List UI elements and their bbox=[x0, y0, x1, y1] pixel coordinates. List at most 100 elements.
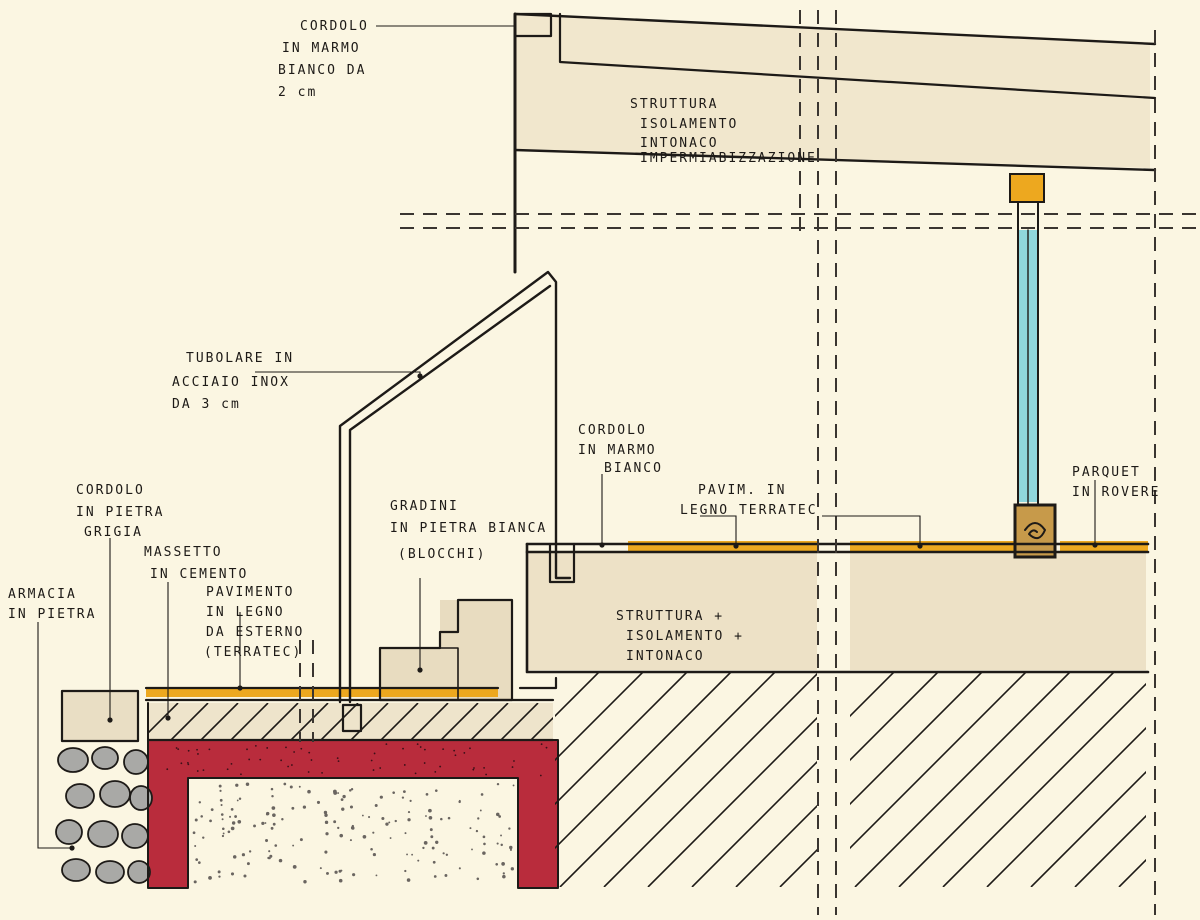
concrete-dot bbox=[423, 748, 426, 751]
gravel-dot bbox=[299, 838, 303, 842]
gravel-dot bbox=[220, 813, 224, 816]
concrete-dot bbox=[177, 748, 180, 751]
gravel-dot bbox=[227, 830, 231, 834]
gravel-dot bbox=[483, 842, 486, 846]
gravel-dot bbox=[271, 806, 276, 810]
gravel-dot bbox=[209, 819, 212, 823]
floor-outlines bbox=[518, 542, 1150, 690]
rubble-stone bbox=[57, 747, 89, 773]
hatch-line bbox=[779, 848, 817, 887]
gravel-dot bbox=[444, 874, 448, 877]
gravel-dot bbox=[272, 813, 276, 817]
gravel-dot bbox=[425, 815, 427, 817]
hatch-line bbox=[850, 672, 983, 806]
rubble-stone bbox=[87, 820, 119, 848]
gravel-dot bbox=[337, 792, 340, 794]
gravel-dot bbox=[394, 819, 397, 823]
stone-steps-fill bbox=[380, 600, 512, 700]
concrete-dot bbox=[403, 764, 406, 766]
gravel-dot bbox=[264, 822, 267, 824]
concrete-dot bbox=[321, 771, 323, 774]
window-head bbox=[1009, 173, 1045, 203]
gravel-dot bbox=[307, 789, 311, 794]
hatch-line bbox=[440, 703, 479, 740]
hatch-line bbox=[1074, 814, 1146, 887]
hatch-line bbox=[735, 804, 817, 887]
gravel-dot bbox=[498, 815, 501, 818]
hatch-line bbox=[691, 760, 817, 887]
gravel-dot bbox=[422, 846, 425, 850]
concrete-dot bbox=[337, 760, 340, 763]
concrete-dot bbox=[469, 747, 471, 750]
concrete-dot bbox=[287, 765, 290, 768]
gravel-dot bbox=[234, 815, 238, 818]
gravel-dot bbox=[477, 817, 480, 820]
gravel-dot bbox=[253, 824, 256, 828]
gravel-dot bbox=[409, 799, 412, 802]
gravel-dot bbox=[231, 821, 236, 825]
concrete-dot bbox=[439, 765, 442, 768]
concrete-dot bbox=[208, 748, 211, 751]
concrete-dot bbox=[187, 763, 190, 766]
concrete-dot bbox=[240, 773, 242, 776]
gravel-dot bbox=[428, 808, 432, 813]
hatch-line bbox=[500, 703, 539, 740]
rubble-stone bbox=[99, 780, 131, 808]
gravel-dot bbox=[324, 813, 328, 817]
hatch-line bbox=[854, 672, 1071, 887]
concrete-dot bbox=[197, 753, 199, 755]
concrete-dot bbox=[483, 767, 485, 769]
gravel-dot bbox=[292, 864, 297, 869]
gravel-dot bbox=[319, 867, 322, 870]
concrete-dot bbox=[372, 769, 375, 771]
roof-slab-fill bbox=[515, 14, 1150, 168]
label-pavimento-esterno: PAVIMENTO IN LEGNO DA ESTERNO (TERRATEC) bbox=[204, 585, 314, 660]
gravel-dot bbox=[495, 812, 500, 817]
concrete-dot bbox=[308, 751, 311, 754]
gravel-fill bbox=[166, 743, 548, 884]
gravel-dot bbox=[411, 853, 414, 856]
gravel-dot bbox=[232, 855, 237, 859]
parquet-strip bbox=[1060, 541, 1148, 551]
gravel-dot bbox=[270, 826, 274, 830]
stone-curb bbox=[62, 691, 138, 741]
gravel-dot bbox=[341, 807, 345, 811]
concrete-dot bbox=[513, 760, 515, 762]
gravel-dot bbox=[219, 798, 223, 802]
gravel-dot bbox=[435, 840, 439, 844]
label-cordolo-pietra: CORDOLO IN PIETRA GRIGIA bbox=[76, 483, 174, 540]
concrete-dot bbox=[293, 751, 296, 753]
gravel-dot bbox=[508, 827, 511, 830]
screed-hatch bbox=[148, 703, 553, 740]
gravel-dot bbox=[324, 850, 328, 854]
concrete-dot bbox=[385, 743, 388, 746]
gravel-dot bbox=[425, 792, 429, 796]
floor-slab-fill-left bbox=[527, 552, 817, 670]
dashed-grid bbox=[299, 10, 1198, 915]
concrete-dot bbox=[202, 769, 205, 772]
gravel-dot bbox=[267, 856, 270, 860]
gravel-dot bbox=[278, 858, 283, 863]
gravel-dot bbox=[237, 819, 242, 824]
gravel-dot bbox=[339, 833, 344, 838]
concrete-dot bbox=[254, 744, 257, 747]
gravel-dot bbox=[230, 872, 235, 876]
label-cordolo-marmo-top: CORDOLO IN MARMO BIANCO DA 2 cm bbox=[278, 19, 379, 100]
gravel-dot bbox=[291, 806, 295, 810]
label-gradini: GRADINI IN PIETRA BIANCA (BLOCCHI) bbox=[390, 499, 557, 562]
gravel-dot bbox=[261, 821, 265, 825]
gravel-dot bbox=[192, 831, 196, 835]
hatch-line bbox=[1118, 858, 1146, 887]
gravel-dot bbox=[217, 870, 221, 874]
concrete-dot bbox=[266, 747, 269, 749]
gravel-dot bbox=[445, 853, 449, 856]
gravel-dot bbox=[268, 850, 271, 853]
gravel-dot bbox=[248, 850, 252, 853]
gravel-dot bbox=[272, 822, 276, 826]
hatch-line bbox=[647, 716, 817, 887]
leader-dots bbox=[69, 373, 1098, 851]
hatch-line bbox=[555, 672, 688, 806]
gravel-dot bbox=[208, 876, 212, 880]
gravel-dot bbox=[324, 820, 329, 825]
